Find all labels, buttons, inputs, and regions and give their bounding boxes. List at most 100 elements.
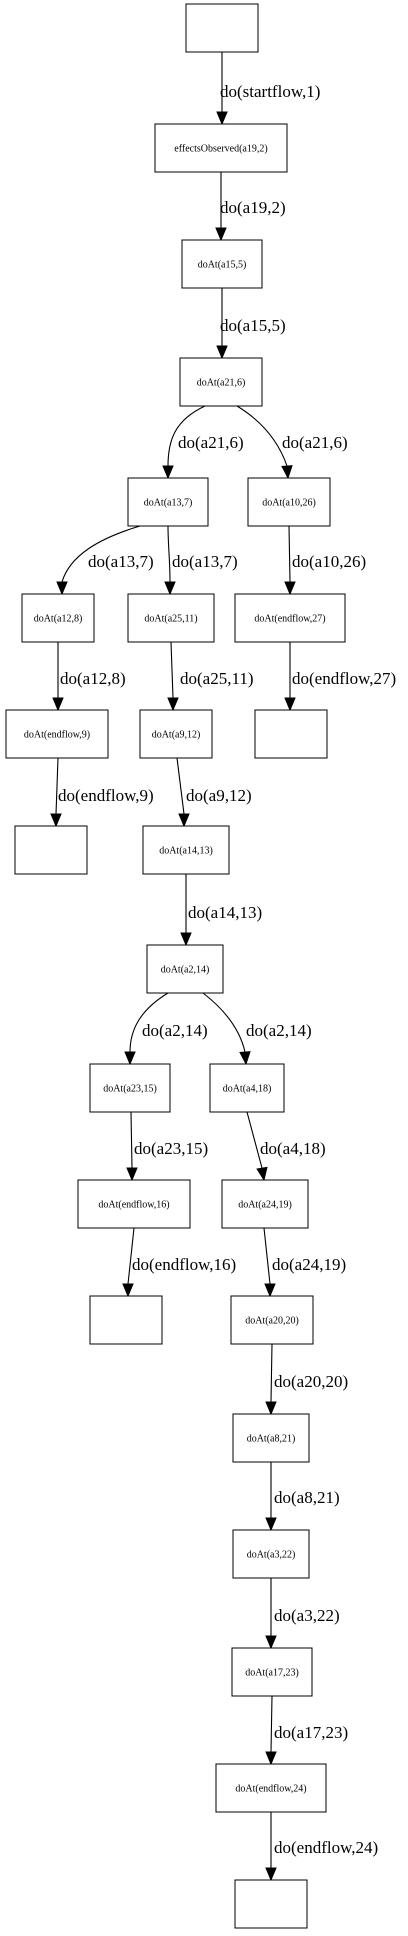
node-box xyxy=(185,3,259,53)
node-n14: doAt(a2,14) xyxy=(146,944,224,994)
edge-n6-n9: do(a12,8) xyxy=(52,642,126,712)
edge-n21-n22: do(a8,21) xyxy=(265,1462,340,1532)
node-label: doAt(a14,13) xyxy=(159,846,213,857)
edge-label: do(startflow,1) xyxy=(220,82,320,101)
arrowhead xyxy=(264,1283,276,1298)
edge-n5-n8: do(a10,26) xyxy=(284,525,366,596)
node-n3: doAt(a21,6) xyxy=(179,357,263,407)
edge-label: do(a19,2) xyxy=(220,198,286,217)
edge-label: do(a2,14) xyxy=(142,1021,208,1040)
node-box xyxy=(77,1179,191,1229)
edge-label: do(a10,26) xyxy=(292,552,366,571)
edge-n14-n15: do(a2,14) xyxy=(124,992,208,1066)
node-n6: doAt(a12,8) xyxy=(21,593,95,643)
arrowhead xyxy=(265,1751,277,1766)
node-n16: doAt(a4,18) xyxy=(209,1063,285,1113)
arrowhead xyxy=(56,581,68,596)
node-box xyxy=(232,1413,310,1463)
edge-n20-n21: do(a20,20) xyxy=(265,1343,348,1416)
node-box xyxy=(179,357,263,407)
arrowhead xyxy=(256,1166,268,1182)
edge-label: do(a24,19) xyxy=(272,1255,346,1274)
node-box xyxy=(215,1763,327,1813)
edge-n17-n19: do(endflow,16) xyxy=(122,1227,236,1298)
edge-line xyxy=(288,525,291,583)
edge-n3-n5: do(a21,6) xyxy=(236,405,348,480)
node-label: doAt(endflow,27) xyxy=(254,614,325,625)
node-box xyxy=(234,1879,308,1929)
arrowhead xyxy=(180,932,192,947)
edge-line xyxy=(129,992,169,1053)
edge-line xyxy=(270,1343,273,1403)
node-n25 xyxy=(234,1879,308,1929)
edge-label: do(a12,8) xyxy=(60,669,126,688)
edge-label: do(a23,15) xyxy=(134,1139,208,1158)
arrowhead xyxy=(216,345,228,360)
node-box xyxy=(209,1063,285,1113)
node-box xyxy=(127,593,215,643)
node-n9: doAt(endflow,9) xyxy=(5,709,109,759)
node-label: doAt(a15,5) xyxy=(198,260,247,271)
node-box xyxy=(181,239,263,289)
node-label: doAt(a13,7) xyxy=(144,498,193,509)
arrowhead xyxy=(284,697,296,712)
node-box xyxy=(221,1179,309,1229)
node-label: doAt(a25,11) xyxy=(144,614,197,625)
arrowhead xyxy=(265,1867,277,1882)
edge-n14-n16: do(a2,14) xyxy=(202,992,312,1066)
edge-n4-n7: do(a13,7) xyxy=(164,525,238,596)
edge-line xyxy=(263,1227,271,1285)
node-n11 xyxy=(254,709,328,759)
node-n23: doAt(a17,23) xyxy=(231,1647,313,1697)
node-n21: doAt(a8,21) xyxy=(232,1413,310,1463)
node-box xyxy=(230,1295,314,1345)
edge-line xyxy=(167,405,206,467)
edge-n13-n14: do(a14,13) xyxy=(180,874,262,947)
edge-line xyxy=(246,1111,263,1169)
edge-label: do(a2,14) xyxy=(246,1021,312,1040)
edge-label: do(endflow,27) xyxy=(292,669,396,688)
node-box xyxy=(254,709,328,759)
node-label: doAt(a20,20) xyxy=(245,1316,299,1327)
edge-label: do(a21,6) xyxy=(178,433,244,452)
arrowhead xyxy=(239,1051,251,1066)
node-label: doAt(a24,19) xyxy=(238,1200,292,1211)
node-n4: doAt(a13,7) xyxy=(127,477,209,527)
arrowhead xyxy=(215,227,227,242)
node-n22: doAt(a3,22) xyxy=(232,1529,310,1579)
edge-line xyxy=(127,1227,135,1285)
node-label: effectsObserved(a19,2) xyxy=(174,144,267,155)
node-n24: doAt(endflow,24) xyxy=(215,1763,327,1813)
edge-label: do(a13,7) xyxy=(88,552,154,571)
node-n2: doAt(a15,5) xyxy=(181,239,263,289)
node-box xyxy=(5,709,109,759)
node-n17: doAt(endflow,16) xyxy=(77,1179,191,1229)
node-box xyxy=(139,709,213,759)
edge-line xyxy=(236,405,288,467)
edge-label: do(a25,11) xyxy=(180,669,254,688)
edge-line xyxy=(270,1695,273,1753)
node-label: doAt(a4,18) xyxy=(223,1084,272,1095)
arrowhead xyxy=(50,813,62,828)
edge-label: do(endflow,16) xyxy=(132,1255,236,1274)
edge-label: do(a20,20) xyxy=(274,1372,348,1391)
node-box xyxy=(232,1529,310,1579)
edge-n7-n10: do(a25,11) xyxy=(167,641,254,712)
arrowhead xyxy=(126,1167,138,1182)
arrowhead xyxy=(265,1635,277,1650)
node-label: doAt(endflow,16) xyxy=(98,1200,169,1211)
edge-line xyxy=(170,641,174,699)
edge-label: do(endflow,24) xyxy=(274,1838,378,1857)
arrowhead xyxy=(178,813,190,828)
edge-n1-n2: do(a19,2) xyxy=(215,172,286,242)
edges-layer: do(startflow,1)do(a19,2)do(a15,5)do(a21,… xyxy=(50,52,396,1882)
node-label: doAt(a21,6) xyxy=(197,378,246,389)
arrowhead xyxy=(265,1401,277,1416)
arrowhead xyxy=(265,1517,277,1532)
edge-line xyxy=(202,992,246,1053)
arrowhead xyxy=(284,581,296,596)
arrowhead xyxy=(52,697,64,712)
edge-line xyxy=(130,1111,133,1169)
edge-n15-n17: do(a23,15) xyxy=(126,1111,208,1182)
node-box xyxy=(89,1295,163,1345)
